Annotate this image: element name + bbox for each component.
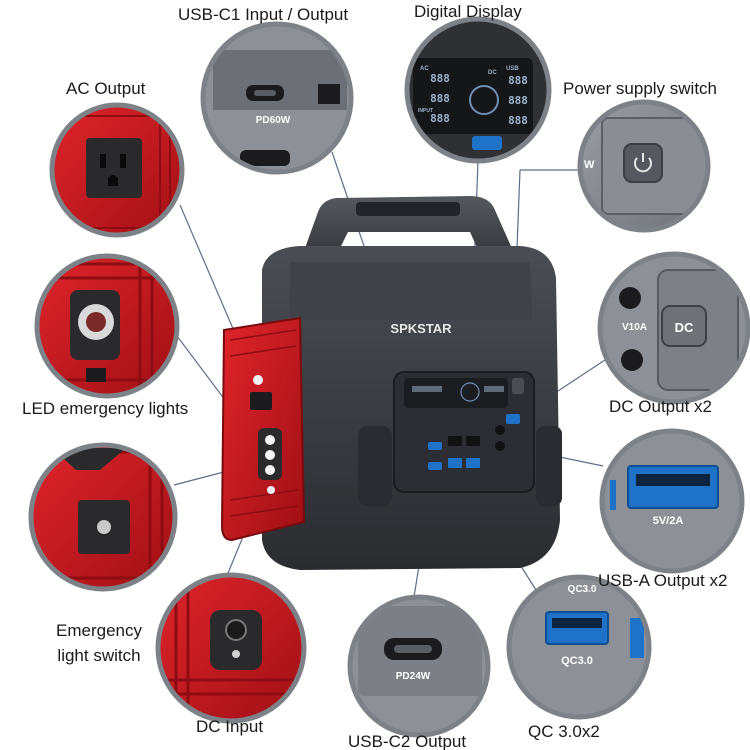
pd24w-text: PD24W [396,671,431,682]
label-emergency-switch-1: Emergency [56,621,142,640]
left-grip [358,426,392,506]
svg-text:V10A: V10A [622,322,647,333]
callout-usb-a-output: 5V/2A [599,428,745,574]
svg-text:888: 888 [430,92,450,105]
callout-ac-output [49,102,185,238]
svg-text:888: 888 [430,72,450,85]
side-dc-input [267,486,275,494]
svg-text:AC: AC [420,66,429,72]
label-dc-output: DC Output x2 [609,397,712,416]
label-dc-input: DC Input [196,717,264,736]
callout-power-switch: W [577,99,711,233]
dc-jack-icon [619,287,641,309]
front-usb-c1-port [428,442,442,450]
usb-a-port-icon [627,465,719,509]
ac-socket-icon [86,138,142,198]
svg-text:888: 888 [508,74,528,87]
carry-handle [300,196,518,272]
lcd-screen [404,378,508,408]
svg-text:888: 888 [508,114,528,127]
label-emergency-switch-2: light switch [57,646,141,665]
front-usb-a-port-1 [448,436,462,446]
callout-led-lights [34,253,180,399]
label-digital-display: Digital Display [414,2,522,21]
label-led-lights: LED emergency lights [22,399,189,418]
front-dc-port-1 [495,425,505,435]
label-usb-a-output: USB-A Output x2 [598,571,728,590]
svg-text:DC: DC [488,70,497,76]
callout-usb-c1: PD60W [200,21,354,175]
side-led-2 [265,450,275,460]
front-usb-a-port-2 [466,436,480,446]
callout-emergency-switch [28,442,178,592]
callout-usb-c2: PD24W [347,594,491,738]
brand-logo: SPKSTAR [390,321,452,336]
front-power-button [512,378,524,394]
callout-digital-display: 888 888 888 888 888 888 DC USB AC INPUT [404,16,552,164]
right-grip [536,426,562,506]
side-ac-socket [250,392,272,410]
lcd-digits-left [412,386,442,392]
svg-text:USB: USB [506,66,519,72]
front-qc-port-1 [448,458,462,468]
usb-a-rating: 5V/2A [653,515,684,527]
red-panel-ribs [229,329,299,517]
front-dc-port-2 [495,441,505,451]
front-usb-blue-port [506,414,520,424]
front-usb-c2-port [428,462,442,470]
label-usb-c2: USB-C2 Output [348,732,467,750]
power-station-product: SPKSTAR [220,196,562,570]
svg-text:QC3.0: QC3.0 [568,584,597,595]
side-led-3 [265,465,275,475]
svg-text:888: 888 [508,94,528,107]
side-led-1 [265,435,275,445]
lcd-center-ring [460,382,480,402]
label-usb-c1: USB-C1 Input / Output [178,5,349,24]
svg-text:W: W [584,159,595,171]
lcd-digits-right [484,386,504,392]
front-qc-port-2 [466,458,480,468]
power-icon [634,153,652,173]
dc-label: DC [675,320,694,335]
handle-grip [356,202,460,216]
side-indicator [253,375,263,385]
callout-qc30: QC3.0 QC3.0 [506,574,652,720]
label-power-switch: Power supply switch [563,79,718,98]
dc-input-jack [225,619,247,641]
top-bevel [290,262,532,320]
label-qc30: QC 3.0x2 [528,722,600,741]
svg-text:888: 888 [430,112,450,125]
svg-text:INPUT: INPUT [418,108,433,114]
label-ac-output: AC Output [66,79,146,98]
callout-dc-output: DC V10A [597,251,750,405]
qc-label: QC3.0 [561,655,593,667]
callout-dc-input [155,572,307,724]
pd60w-text: PD60W [256,115,291,126]
